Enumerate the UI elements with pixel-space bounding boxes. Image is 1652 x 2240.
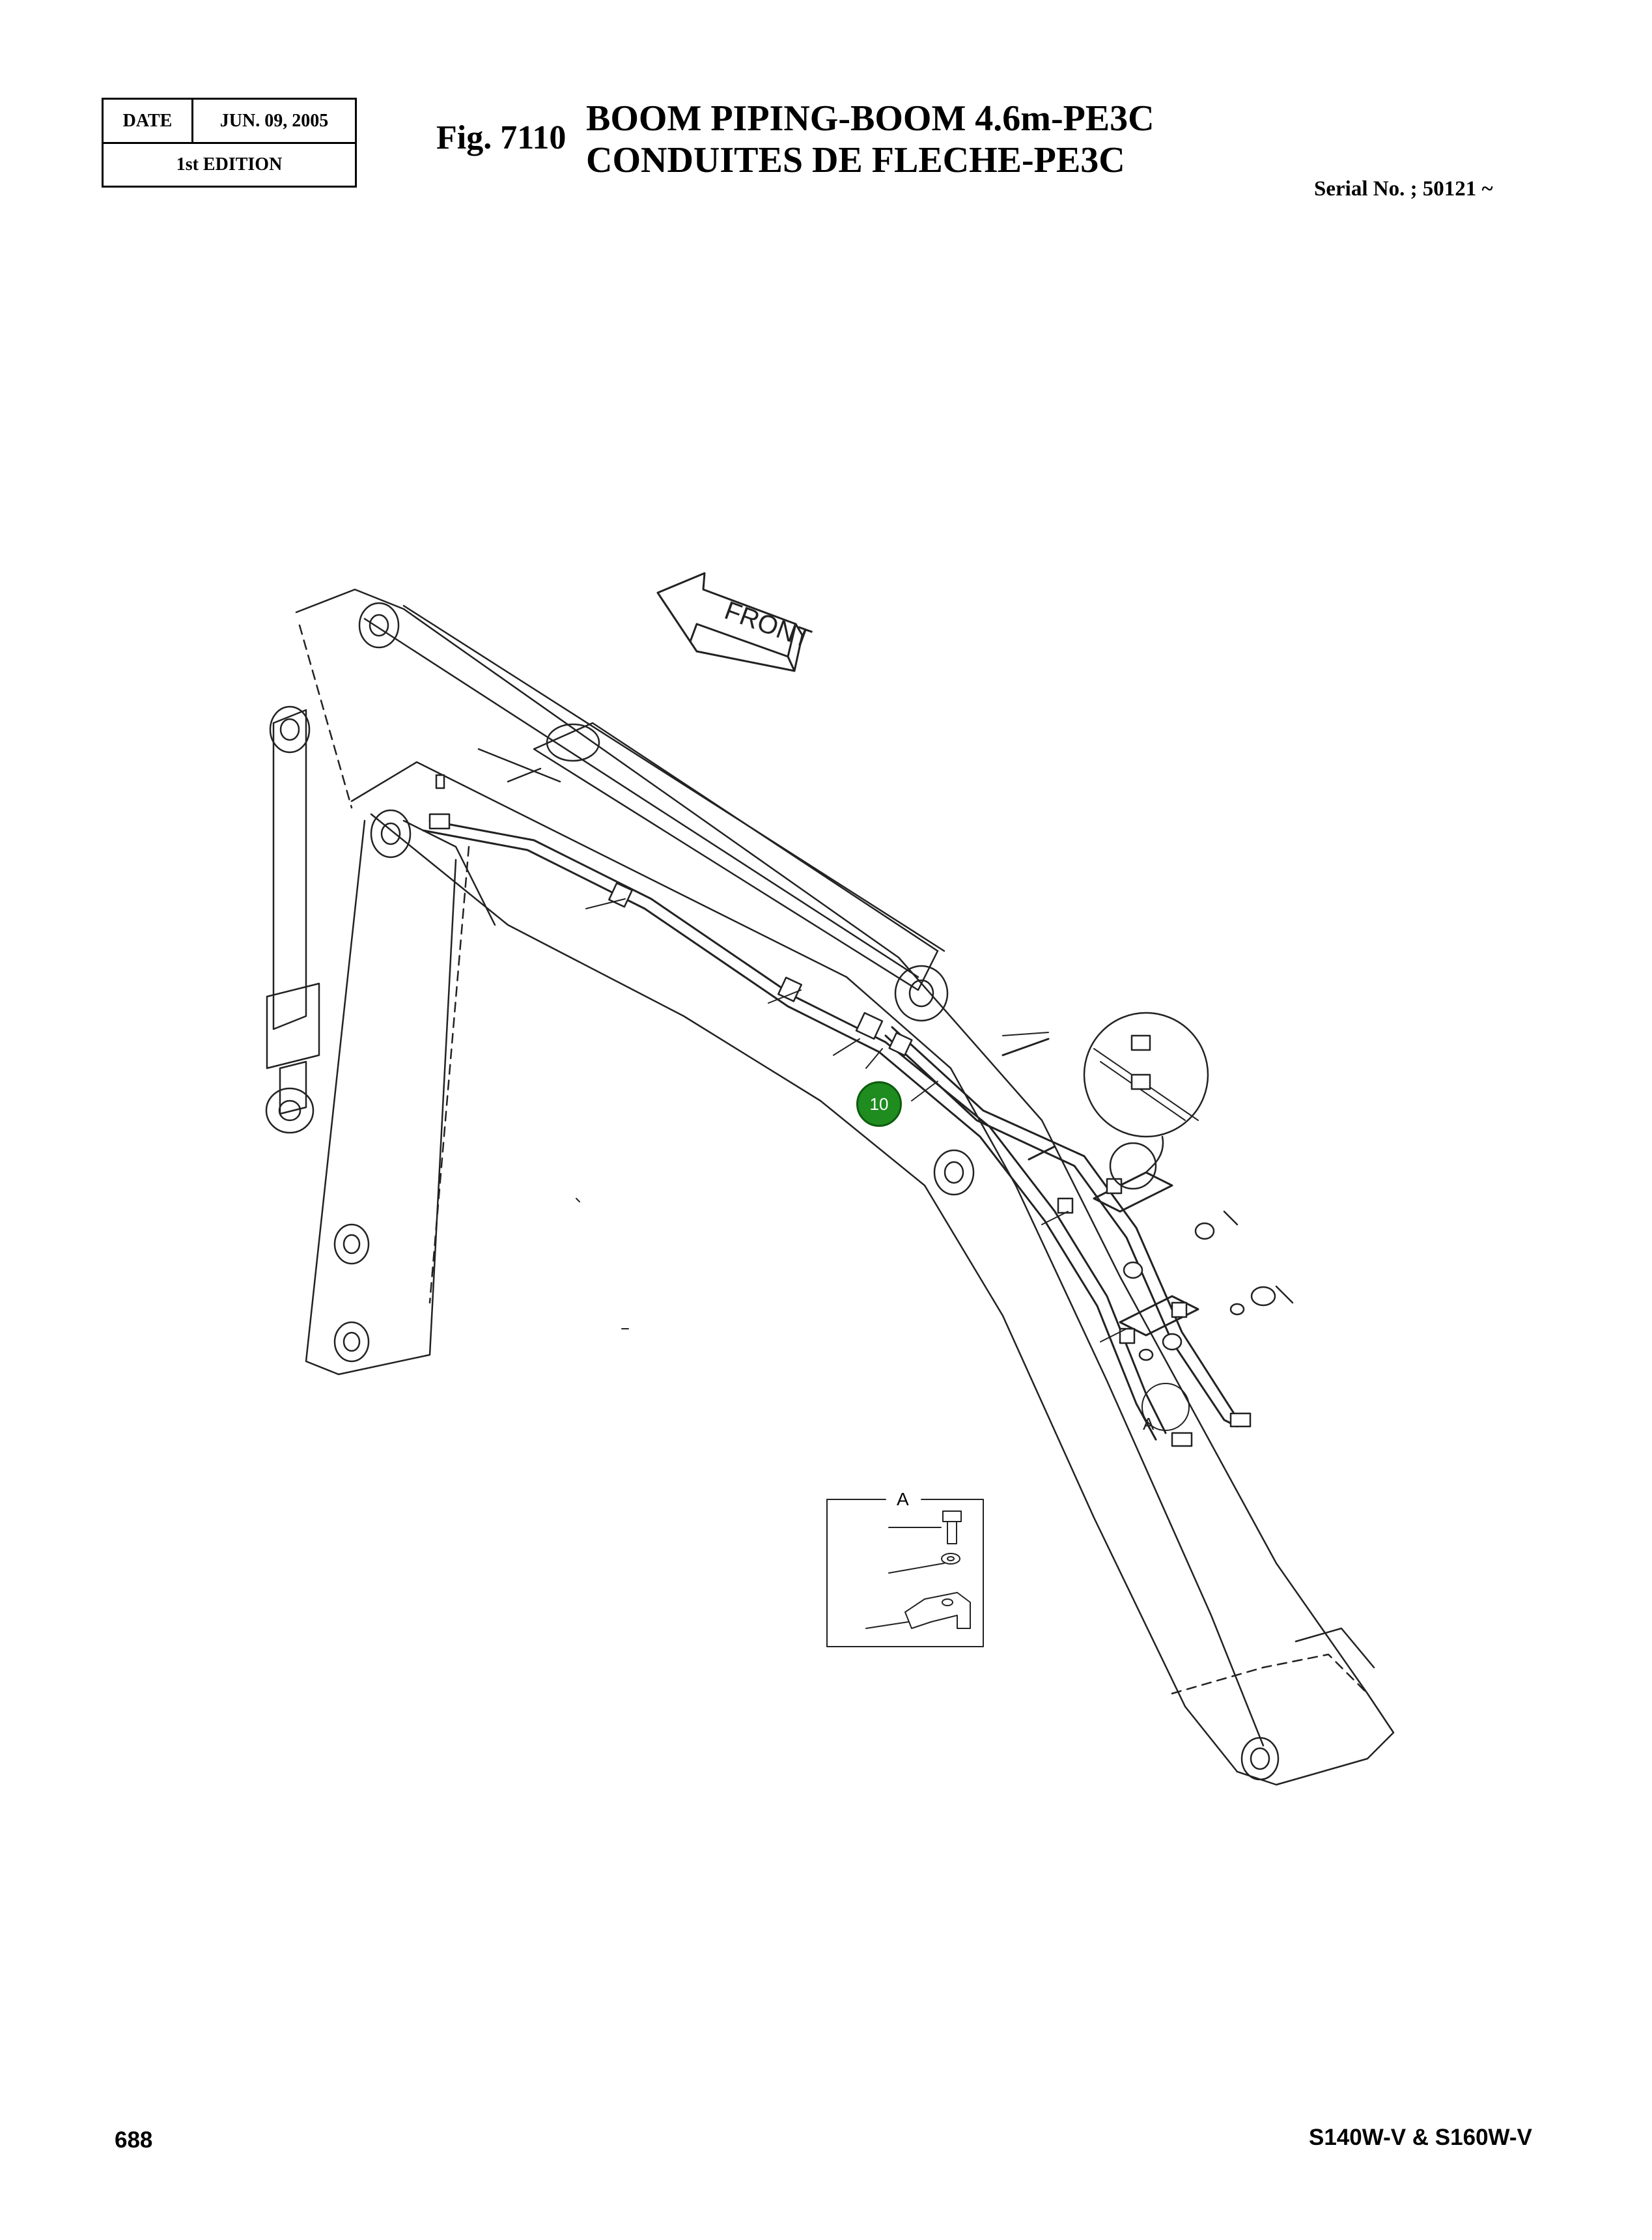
- detail-box-label: A: [897, 1489, 909, 1509]
- arm-cylinder: [265, 705, 320, 1134]
- date-label: DATE: [104, 100, 193, 142]
- date-row: DATE JUN. 09, 2005: [104, 100, 355, 144]
- boom-cylinder: [358, 602, 949, 1022]
- part-callout-10[interactable]: 10: [856, 1081, 902, 1127]
- detail-box-a: [826, 1499, 984, 1647]
- hydraulic-pipes: [422, 819, 1239, 1441]
- pipe-fittings: [1123, 1210, 1294, 1361]
- leader-lines: [585, 898, 1127, 1342]
- detail-marker-a: A: [1141, 1383, 1190, 1434]
- boom-body: [295, 588, 1395, 1786]
- figure-number: Fig. 7110: [436, 119, 567, 156]
- detail-marker-label: A: [1143, 1414, 1155, 1434]
- edition-label: 1st EDITION: [176, 154, 283, 175]
- reference-marks: [576, 1198, 629, 1329]
- page-number: 688: [115, 2127, 153, 2153]
- title-english: BOOM PIPING-BOOM 4.6m-PE3C: [586, 98, 1155, 139]
- title-french: CONDUITES DE FLECHE-PE3C: [586, 140, 1125, 180]
- model-name: S140W-V & S160W-V: [1309, 2125, 1532, 2150]
- date-value: JUN. 09, 2005: [219, 110, 329, 131]
- serial-number: Serial No. ; 50121 ~: [1314, 177, 1493, 201]
- front-arrow-icon: FRONT: [656, 572, 815, 672]
- magnified-detail: [1083, 1012, 1209, 1190]
- pipe-clamps: [428, 774, 1252, 1447]
- date-edition-box: DATE JUN. 09, 2005 1st EDITION: [102, 98, 357, 188]
